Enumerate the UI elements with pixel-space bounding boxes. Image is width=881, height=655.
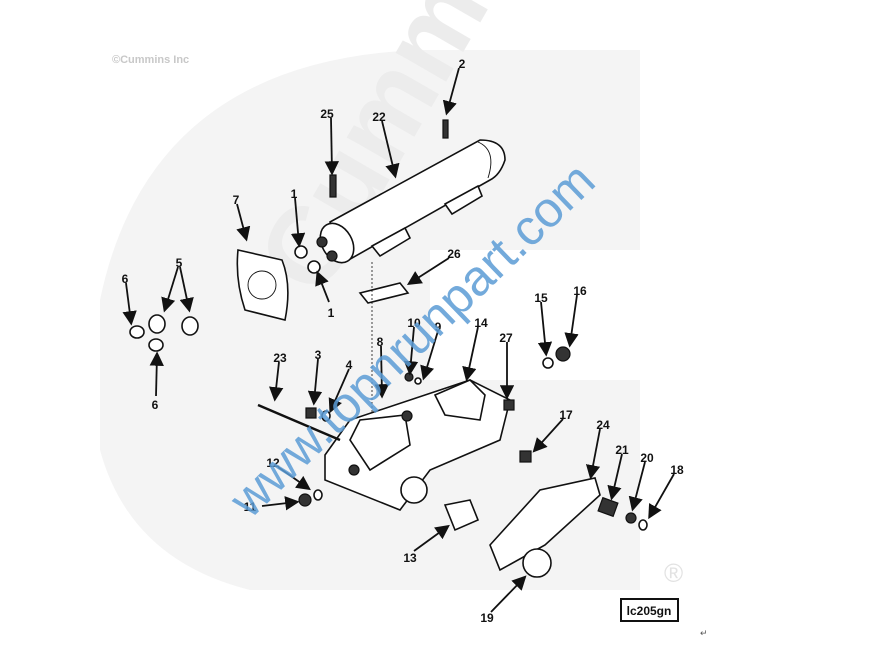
adapter-plate xyxy=(236,249,289,321)
callout-21: 21 xyxy=(615,443,629,457)
callout-6: 6 xyxy=(122,272,129,286)
o-ring xyxy=(542,357,554,369)
retaining-ring xyxy=(522,548,552,578)
callout-1b: 1 xyxy=(328,306,335,320)
oil-cooler-tube xyxy=(316,119,506,264)
callout-24: 24 xyxy=(596,418,610,432)
screw xyxy=(503,399,515,411)
o-ring xyxy=(294,245,308,259)
plug xyxy=(305,407,317,419)
plug xyxy=(555,346,571,362)
callout-arrows xyxy=(122,67,675,613)
callout-20: 20 xyxy=(640,451,654,465)
plug xyxy=(519,450,532,463)
callout-12: 12 xyxy=(266,456,280,470)
callout-15: 15 xyxy=(534,291,548,305)
callout-1: 1 xyxy=(291,187,298,201)
figure-code-box xyxy=(620,598,679,622)
callout-8: 8 xyxy=(377,335,384,349)
callout-5: 5 xyxy=(176,256,183,270)
callout-3: 3 xyxy=(315,348,322,362)
cummins-watermark-logo: Cummins xyxy=(100,0,690,640)
sleeve xyxy=(443,499,480,532)
washer xyxy=(625,512,637,524)
callout-11: 11 xyxy=(244,500,257,514)
figure-code: lc205gn xyxy=(627,604,672,618)
callout-25: 25 xyxy=(320,107,334,121)
callout-18: 18 xyxy=(670,463,684,477)
seal xyxy=(148,314,166,334)
callout-2: 2 xyxy=(459,57,466,71)
callout-13: 13 xyxy=(403,551,417,565)
callout-7: 7 xyxy=(233,193,240,207)
plug xyxy=(298,493,312,507)
callout-19: 19 xyxy=(480,611,494,625)
bolt xyxy=(257,403,341,442)
callout-6b: 6 xyxy=(152,398,159,412)
callout-23: 23 xyxy=(273,351,287,365)
callout-27: 27 xyxy=(499,331,513,345)
o-ring xyxy=(307,260,321,274)
o-ring xyxy=(638,519,648,531)
return-mark: ↵ xyxy=(700,628,708,638)
filter-head-housing xyxy=(324,379,511,511)
callout-10: 10 xyxy=(407,316,421,330)
callout-16: 16 xyxy=(573,284,587,298)
o-ring xyxy=(414,377,422,385)
seal xyxy=(181,316,199,336)
seal-ring xyxy=(148,338,164,352)
callout-14: 14 xyxy=(474,316,488,330)
callout-26: 26 xyxy=(447,247,461,261)
callout-22: 22 xyxy=(372,110,386,124)
callout-4: 4 xyxy=(346,358,353,372)
callout-9: 9 xyxy=(435,320,442,334)
registered-mark: ® xyxy=(664,558,683,588)
copyright-text: ©Cummins Inc xyxy=(112,54,189,66)
callout-17: 17 xyxy=(559,408,573,422)
seal-ring xyxy=(129,325,145,339)
o-ring xyxy=(313,489,323,501)
gasket xyxy=(489,477,601,572)
o-ring xyxy=(321,410,331,422)
